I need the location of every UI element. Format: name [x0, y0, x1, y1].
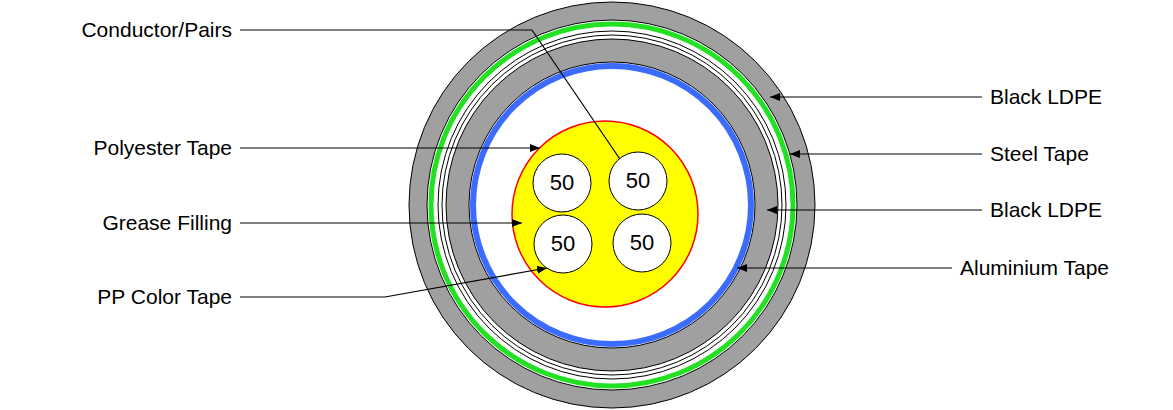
sheath-inner-edge — [427, 20, 797, 390]
pair-count: 50 — [533, 214, 593, 274]
leader-line — [790, 153, 982, 154]
leader-line — [767, 209, 982, 210]
pair-count: 50 — [532, 153, 592, 213]
part-label: Black LDPE — [990, 84, 1102, 110]
part-label: Black LDPE — [990, 197, 1102, 223]
tape-line — [442, 35, 782, 375]
leader-line — [240, 30, 626, 168]
pair-count: 50 — [612, 213, 672, 273]
conductor-bundle: 50 — [612, 213, 672, 273]
part-label: Aluminium Tape — [960, 255, 1109, 281]
part-label: Polyester Tape — [93, 135, 232, 161]
leader-line — [770, 96, 982, 97]
grease-core — [512, 121, 698, 307]
outer-sheath — [409, 2, 815, 408]
conductor-bundle: 50 — [533, 214, 593, 274]
pair-count: 50 — [608, 151, 668, 211]
inner-sheath-edge — [469, 62, 755, 348]
part-label: Grease Filling — [102, 210, 232, 236]
inner-sheath — [446, 39, 778, 371]
aluminium-tape-ring — [473, 66, 751, 344]
part-label: Conductor/Pairs — [81, 17, 232, 43]
part-label: Steel Tape — [990, 141, 1089, 167]
leader-line — [737, 267, 952, 268]
leader-line — [240, 222, 522, 223]
conductor-bundle: 50 — [608, 151, 668, 211]
tape-line — [438, 31, 786, 379]
steel-tape-ring — [431, 24, 793, 386]
leader-line — [240, 147, 540, 148]
conductor-bundle: 50 — [532, 153, 592, 213]
part-label: PP Color Tape — [97, 284, 232, 310]
leader-line — [240, 268, 547, 297]
